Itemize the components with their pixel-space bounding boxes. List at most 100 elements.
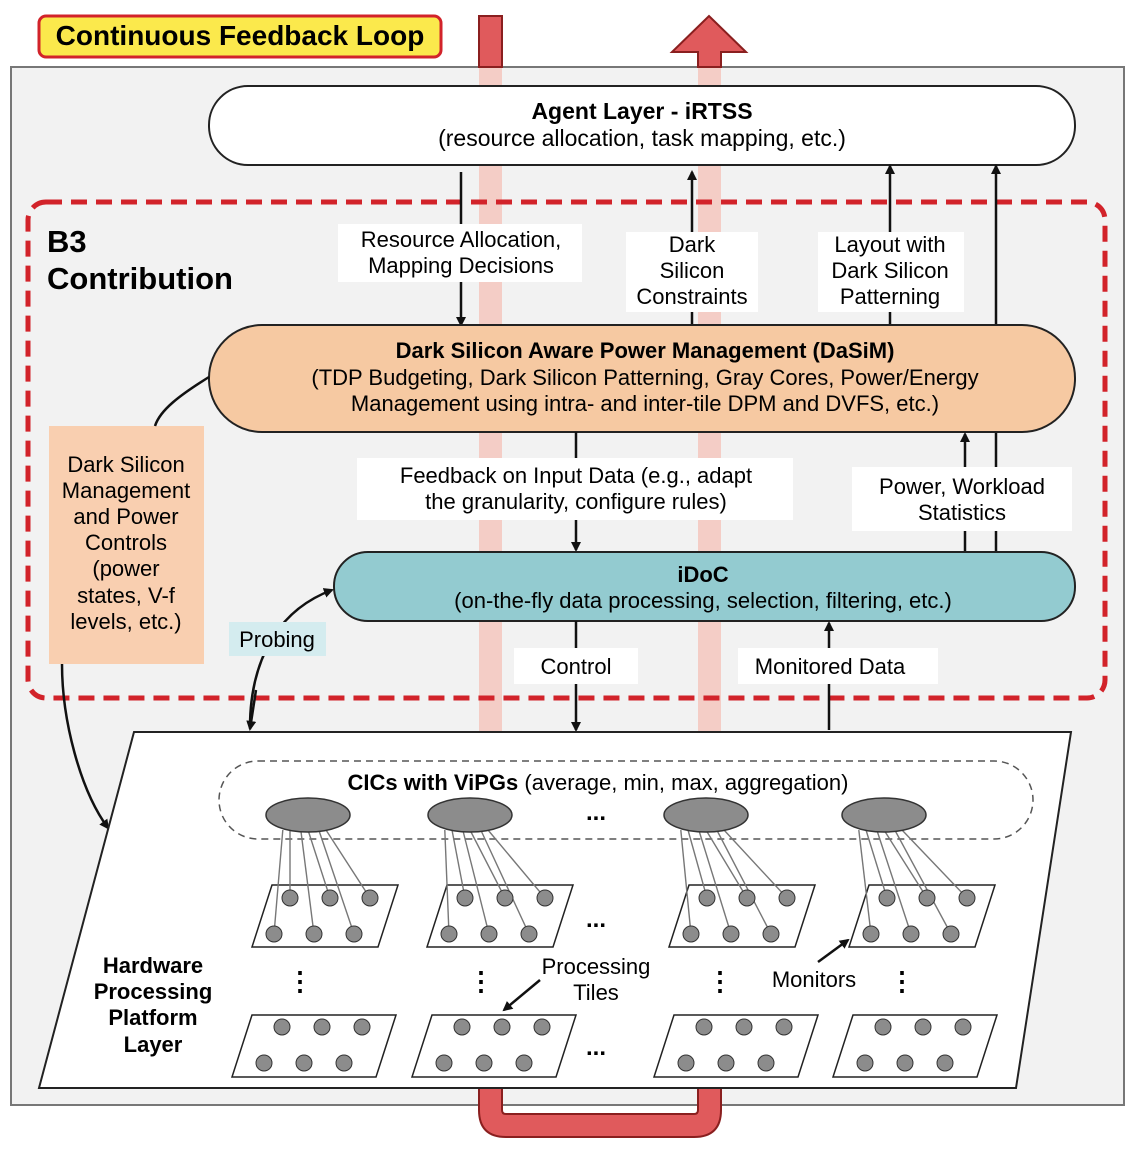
idoc-title: iDoC: [677, 562, 728, 587]
monitor-node: [265, 925, 283, 943]
b3-dashed-border: [25, 199, 1108, 701]
cics-label: CICs with ViPGs (average, min, max, aggr…: [348, 770, 849, 795]
processing-node: [475, 1054, 493, 1072]
dasim-line2: (TDP Budgeting, Dark Silicon Patterning,…: [311, 365, 978, 390]
continuous-feedback-loop-banner: Continuous Feedback Loop: [37, 14, 443, 59]
mgmt-line1: Dark Silicon: [67, 452, 184, 477]
monitor-node: [682, 925, 700, 943]
processing-node: [954, 1018, 972, 1036]
monitor-node: [321, 889, 339, 907]
control-text: Control: [541, 654, 612, 679]
monitor-node: [281, 889, 299, 907]
monitor-node: [520, 925, 538, 943]
processing-node: [453, 1018, 471, 1036]
tiles-ellipsis-top: ...: [586, 906, 606, 933]
feedback-input-label: Feedback on Input Data (e.g., adapt the …: [357, 458, 793, 520]
dasim-box: [208, 324, 1076, 433]
hardware-label-line4: Layer: [124, 1032, 183, 1057]
processing-node: [677, 1054, 695, 1072]
arrow-probing-down: [246, 689, 258, 731]
vdots-3: ⋮: [707, 966, 733, 996]
mgmt-line7: levels, etc.): [70, 609, 181, 634]
processing-node: [255, 1054, 273, 1072]
monitored-data-label: Monitored Data: [738, 648, 938, 684]
processing-node: [757, 1054, 775, 1072]
monitor-node: [778, 889, 796, 907]
processing-node: [717, 1054, 735, 1072]
idoc-block: iDoC (on-the-fly data processing, select…: [333, 551, 1076, 622]
monitor-node: [345, 925, 363, 943]
processing-node: [775, 1018, 793, 1036]
monitor-node: [942, 925, 960, 943]
processing-node: [353, 1018, 371, 1036]
monitor-wire: [723, 829, 788, 899]
monitor-node: [456, 889, 474, 907]
banner-box: [37, 14, 443, 59]
monitor-node: [958, 889, 976, 907]
resource-allocation-line1: Resource Allocation,: [361, 227, 562, 252]
processing-node: [874, 1018, 892, 1036]
agent-layer-subtitle: (resource allocation, task mapping, etc.…: [438, 125, 846, 151]
dasim-line3: Management using intra- and inter-tile D…: [351, 391, 939, 416]
idoc-subtitle: (on-the-fly data processing, selection, …: [454, 588, 952, 613]
monitor-node: [536, 889, 554, 907]
control-label: Control: [514, 648, 638, 684]
processing-tiles-line2: Tiles: [573, 980, 619, 1005]
cics-label-bold: CICs with ViPGs: [348, 770, 519, 795]
dark-silicon-constraints-line1: Dark: [669, 232, 716, 257]
cic-vipg-ellipse: [663, 797, 749, 833]
agent-layer: Agent Layer - iRTSS (resource allocation…: [208, 85, 1076, 166]
monitor-wire: [698, 829, 732, 935]
monitor-wire: [858, 829, 872, 935]
layout-patterning-label: Layout with Dark Silicon Patterning: [818, 232, 964, 312]
processing-node: [896, 1054, 914, 1072]
monitor-node: [480, 925, 498, 943]
monitor-wire: [865, 829, 888, 899]
probing-label: Probing: [229, 622, 326, 656]
vdots-4: ⋮: [889, 966, 915, 996]
dark-silicon-management-box: Dark Silicon Management and Power Contro…: [49, 426, 204, 664]
monitor-node: [698, 889, 716, 907]
processing-node: [493, 1018, 511, 1036]
monitor-wire: [444, 829, 450, 935]
processing-node: [533, 1018, 551, 1036]
processing-node: [936, 1054, 954, 1072]
monitor-wire: [307, 829, 331, 899]
vdots-1: ⋮: [287, 966, 313, 996]
monitor-wire: [680, 829, 692, 935]
mgmt-line3: and Power: [73, 504, 178, 529]
processing-node: [515, 1054, 533, 1072]
dasim-block: Dark Silicon Aware Power Management (DaS…: [208, 324, 1076, 433]
monitor-wire: [894, 829, 952, 935]
cics-label-rest: (average, min, max, aggregation): [518, 770, 848, 795]
feedback-up-arrowhead: [669, 14, 749, 68]
processing-node: [335, 1054, 353, 1072]
idoc-box: [333, 551, 1076, 622]
layout-patterning-line1: Layout with: [834, 232, 945, 257]
monitor-wire: [480, 829, 530, 935]
processing-node: [273, 1018, 291, 1036]
agent-layer-box: [208, 85, 1076, 166]
power-workload-label: Power, Workload Statistics: [852, 467, 1072, 531]
monitor-wire: [318, 829, 355, 935]
monitor-wire: [901, 829, 968, 899]
cic-vipg-ellipse: [265, 797, 351, 833]
monitor-wire: [273, 829, 284, 935]
monitor-node: [305, 925, 323, 943]
feedback-input-line2: the granularity, configure rules): [425, 489, 727, 514]
processing-node: [313, 1018, 331, 1036]
monitor-node: [722, 925, 740, 943]
dark-silicon-constraints-line3: Constraints: [636, 284, 747, 309]
monitor-wire: [300, 829, 315, 935]
monitor-wire: [687, 829, 708, 899]
monitor-node: [902, 925, 920, 943]
monitor-wire: [883, 829, 928, 899]
monitor-node: [762, 925, 780, 943]
monitor-wire: [487, 829, 546, 899]
layout-patterning-line2: Dark Silicon: [831, 258, 948, 283]
b3-contribution-label: Contribution: [47, 261, 233, 296]
mgmt-line6: states, V-f: [77, 583, 176, 608]
hardware-label-line1: Hardware: [103, 953, 203, 978]
